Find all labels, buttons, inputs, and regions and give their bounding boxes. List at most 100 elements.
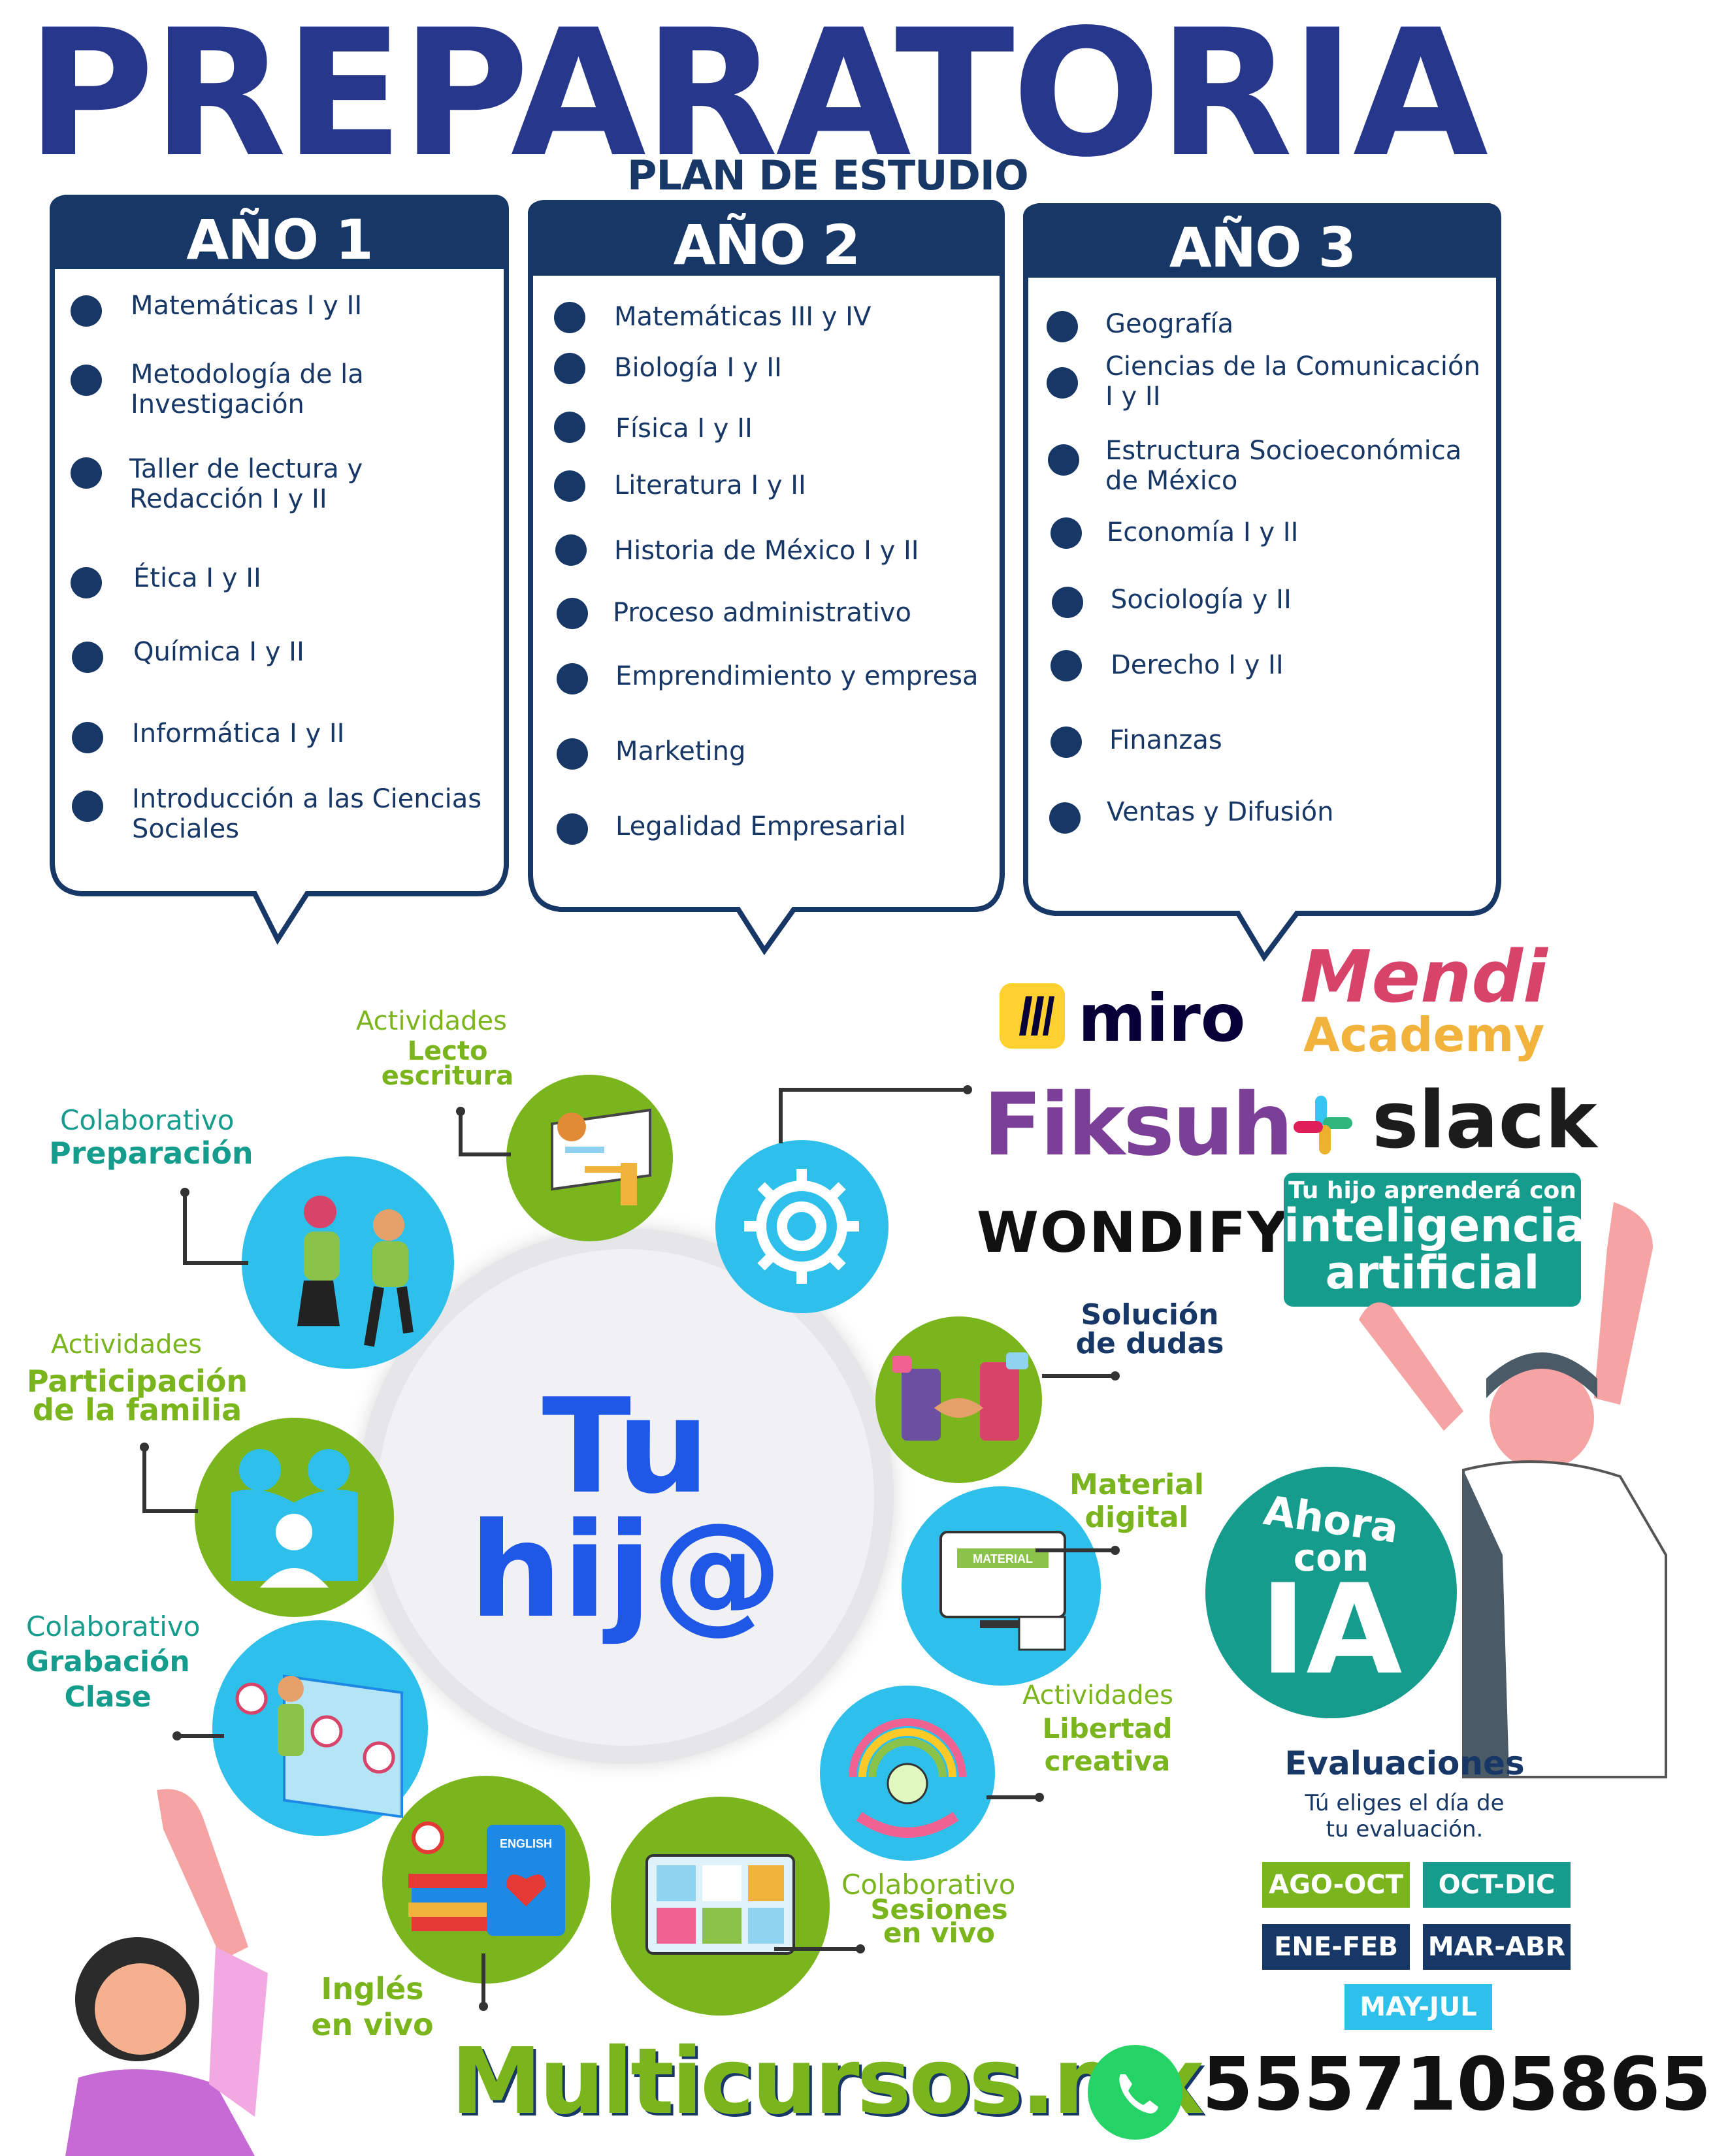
leader-dot <box>963 1085 972 1094</box>
familia-kicker: Actividades <box>51 1330 202 1360</box>
subject-item: Emprendimiento y empresa <box>615 661 979 691</box>
leader-line <box>481 1953 485 2006</box>
subject-item: Metodología de la Investigación <box>131 359 364 419</box>
lecto-kicker: Actividades <box>356 1006 507 1036</box>
grabacion-title-1: Grabación <box>25 1645 190 1678</box>
year-columns-graphic <box>50 195 1501 962</box>
period-badge: MAY-JUL <box>1344 1984 1492 2030</box>
girl-illustration <box>65 1789 268 2156</box>
dudas-circle <box>875 1316 1042 1483</box>
ai-box-line2: inteligencia <box>1284 1199 1586 1252</box>
page-title: PREPARATORIA <box>26 0 1488 196</box>
bullet-dot <box>1047 367 1078 399</box>
subject-item: Literatura I y II <box>614 470 806 500</box>
hub-text-line2: hij@ <box>469 1495 783 1647</box>
lecto-title-1: Lecto <box>407 1036 488 1066</box>
bullet-dot <box>72 642 103 673</box>
leader-dot <box>172 1731 182 1740</box>
bullet-dot <box>554 353 585 384</box>
period-badge: MAR-ABR <box>1423 1924 1571 1970</box>
page-subtitle: PLAN DE ESTUDIO <box>627 152 1029 199</box>
familia-title-1: Participación <box>26 1364 248 1399</box>
material-title-1: Material <box>1069 1468 1204 1501</box>
leader-line <box>779 1088 968 1092</box>
bullet-dot <box>557 598 588 629</box>
rainbow-lightbulb-icon <box>849 1718 966 1838</box>
sesiones-title-1: Sesiones <box>870 1893 1008 1925</box>
leader-line <box>183 1192 187 1264</box>
bullet-dot <box>1051 517 1082 549</box>
leader-dot <box>479 2002 488 2011</box>
gear-icon <box>744 1169 859 1284</box>
ai-badge <box>1205 1467 1457 1718</box>
subject-item: Derecho I y II <box>1111 650 1284 680</box>
subject-item: Geografía <box>1105 309 1234 339</box>
sesiones-kicker: Colaborativo <box>841 1869 1016 1901</box>
subject-item: Ventas y Difusión <box>1107 797 1334 827</box>
slack-logo-icon <box>1290 1092 1356 1158</box>
people-dancing-icon <box>297 1196 414 1347</box>
leader-line <box>774 1947 859 1951</box>
preparacion-title: Preparación <box>49 1135 253 1171</box>
slack-logo-text: slack <box>1372 1075 1597 1166</box>
hub-circle <box>378 1249 874 1746</box>
computer-icon: MATERIAL <box>939 1531 1066 1651</box>
subject-item: Finanzas <box>1109 725 1222 755</box>
year-2-header <box>530 203 1002 276</box>
grabacion-title-2: Clase <box>64 1680 152 1714</box>
leader-dot <box>1111 1546 1120 1555</box>
wondify-logo-text: WONDIFY <box>977 1200 1290 1266</box>
mendi-logo-text: Mendi <box>1300 935 1548 1019</box>
site-logo[interactable]: Multicursos.mx <box>451 2029 1205 2135</box>
year-1-header <box>52 197 506 269</box>
evaluaciones-sub2: tu evaluación. <box>1326 1816 1484 1842</box>
material-circle: MATERIAL <box>902 1486 1101 1686</box>
bullet-dot <box>1051 650 1082 681</box>
period-badge: OCT-DIC <box>1423 1862 1571 1908</box>
leader-dot <box>456 1107 465 1116</box>
subject-item: Historia de México I y II <box>614 536 919 566</box>
bullet-dot <box>557 813 588 845</box>
leader-line <box>183 1261 248 1265</box>
leader-dot <box>140 1443 149 1452</box>
ai-box-line3: artificial <box>1325 1246 1540 1299</box>
libertad-kicker: Actividades <box>1022 1680 1173 1710</box>
preparacion-circle <box>242 1156 454 1369</box>
subject-item: Estructura Socioeconómica de México <box>1105 436 1462 496</box>
dudas-title-1: Solución <box>1081 1298 1219 1331</box>
ai-box-line1: Tu hijo aprenderá con <box>1288 1177 1576 1204</box>
mendi-academy-text: Academy <box>1303 1007 1545 1062</box>
subject-item: Matemáticas I y II <box>131 291 363 321</box>
phone-number[interactable]: 5557105865 <box>1202 2042 1711 2127</box>
leader-line <box>986 1795 1039 1799</box>
leader-dot <box>1111 1371 1120 1380</box>
grabacion-kicker: Colaborativo <box>26 1610 201 1642</box>
year-1-title: AÑO 1 <box>186 208 373 272</box>
bullet-dot <box>71 295 102 327</box>
subject-item: Marketing <box>615 736 746 766</box>
subject-item: Informática I y II <box>132 719 345 749</box>
ingles-title-2: en vivo <box>311 2007 434 2042</box>
grabacion-circle <box>212 1620 428 1836</box>
subject-item: Introducción a las Ciencias Sociales <box>132 784 482 844</box>
leader-line <box>1035 1548 1114 1552</box>
english-books-icon: ENGLISH <box>408 1821 565 1936</box>
family-icon <box>231 1449 358 1588</box>
bullet-dot <box>1051 727 1082 758</box>
subject-item: Proceso administrativo <box>613 598 911 628</box>
ai-promo-box <box>1284 1173 1581 1307</box>
settings-circle <box>715 1140 888 1313</box>
leader-line <box>459 1152 511 1156</box>
material-screen-label: MATERIAL <box>973 1552 1033 1565</box>
subject-item: Ciencias de la Comunicación I y II <box>1105 351 1480 412</box>
leader-line <box>142 1509 198 1513</box>
ai-badge-line3: IA <box>1260 1558 1403 1702</box>
whatsapp-icon[interactable] <box>1088 2045 1182 2140</box>
year-2-title: AÑO 2 <box>673 213 860 277</box>
bullet-dot <box>1049 802 1081 834</box>
bullet-dot <box>71 567 102 598</box>
bullet-dot <box>557 663 588 694</box>
bullet-dot <box>72 722 103 753</box>
video-conference-icon <box>645 1854 795 1955</box>
material-title-2: digital <box>1084 1501 1189 1534</box>
